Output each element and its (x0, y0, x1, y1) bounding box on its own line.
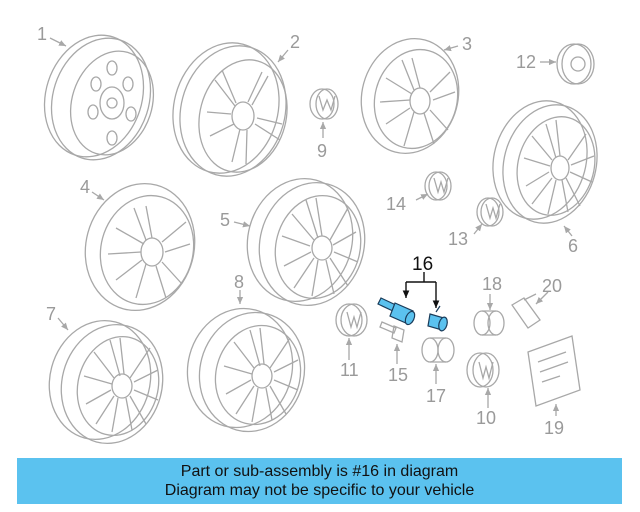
callout-16-leader (402, 272, 440, 308)
callout-6: 6 (568, 236, 578, 256)
cap-part-18 (473, 310, 505, 336)
alloy-wheel-part-6 (492, 100, 598, 224)
info-banner: Part or sub-assembly is #16 in diagram D… (17, 458, 622, 504)
label-part-19 (527, 335, 581, 407)
alloy-wheel-part-3 (360, 37, 460, 155)
center-cap-part-11 (335, 303, 368, 337)
alloy-wheel-part-8 (186, 307, 306, 433)
alloy-wheel-part-7 (48, 319, 164, 445)
callout-2: 2 (290, 32, 300, 52)
callout-8: 8 (234, 272, 244, 292)
wheel-bolt-part-16 (377, 297, 448, 332)
alloy-wheel-part-4 (84, 182, 196, 312)
center-cap-part-14 (424, 171, 452, 201)
callout-10: 10 (476, 408, 496, 428)
callout-1: 1 (37, 24, 47, 44)
callout-11: 11 (340, 360, 359, 380)
center-cap-part-9 (309, 88, 339, 120)
banner-line-1: Part or sub-assembly is #16 in diagram (180, 463, 459, 480)
callout-18: 18 (482, 274, 502, 294)
callout-13: 13 (448, 229, 468, 249)
callout-4: 4 (80, 177, 90, 197)
pressure-sensor-part-20 (511, 293, 541, 329)
emblem-part-12 (556, 43, 595, 85)
wheel-bolt-part-15 (379, 321, 405, 343)
callout-16: 16 (412, 254, 433, 275)
banner-line-2: Diagram may not be specific to your vehi… (164, 482, 475, 499)
center-cap-part-13 (476, 197, 504, 227)
callout-19: 19 (544, 418, 564, 438)
callout-14: 14 (386, 194, 406, 214)
parts-diagram: 1 2 3 12 9 4 5 14 13 6 16 18 20 7 8 11 1… (37, 24, 598, 445)
steel-wheel-part-1 (43, 34, 155, 161)
callout-7: 7 (46, 304, 56, 324)
callout-20: 20 (542, 276, 562, 296)
callout-9: 9 (317, 141, 327, 161)
alloy-wheel-part-5 (246, 177, 366, 307)
cap-part-17 (421, 337, 455, 363)
callout-12: 12 (516, 52, 536, 72)
callout-5: 5 (220, 210, 230, 230)
center-cap-part-10 (466, 352, 500, 388)
callout-17: 17 (426, 386, 446, 406)
callout-3: 3 (462, 34, 472, 54)
alloy-wheel-part-2 (172, 42, 288, 177)
callout-15: 15 (388, 365, 408, 385)
